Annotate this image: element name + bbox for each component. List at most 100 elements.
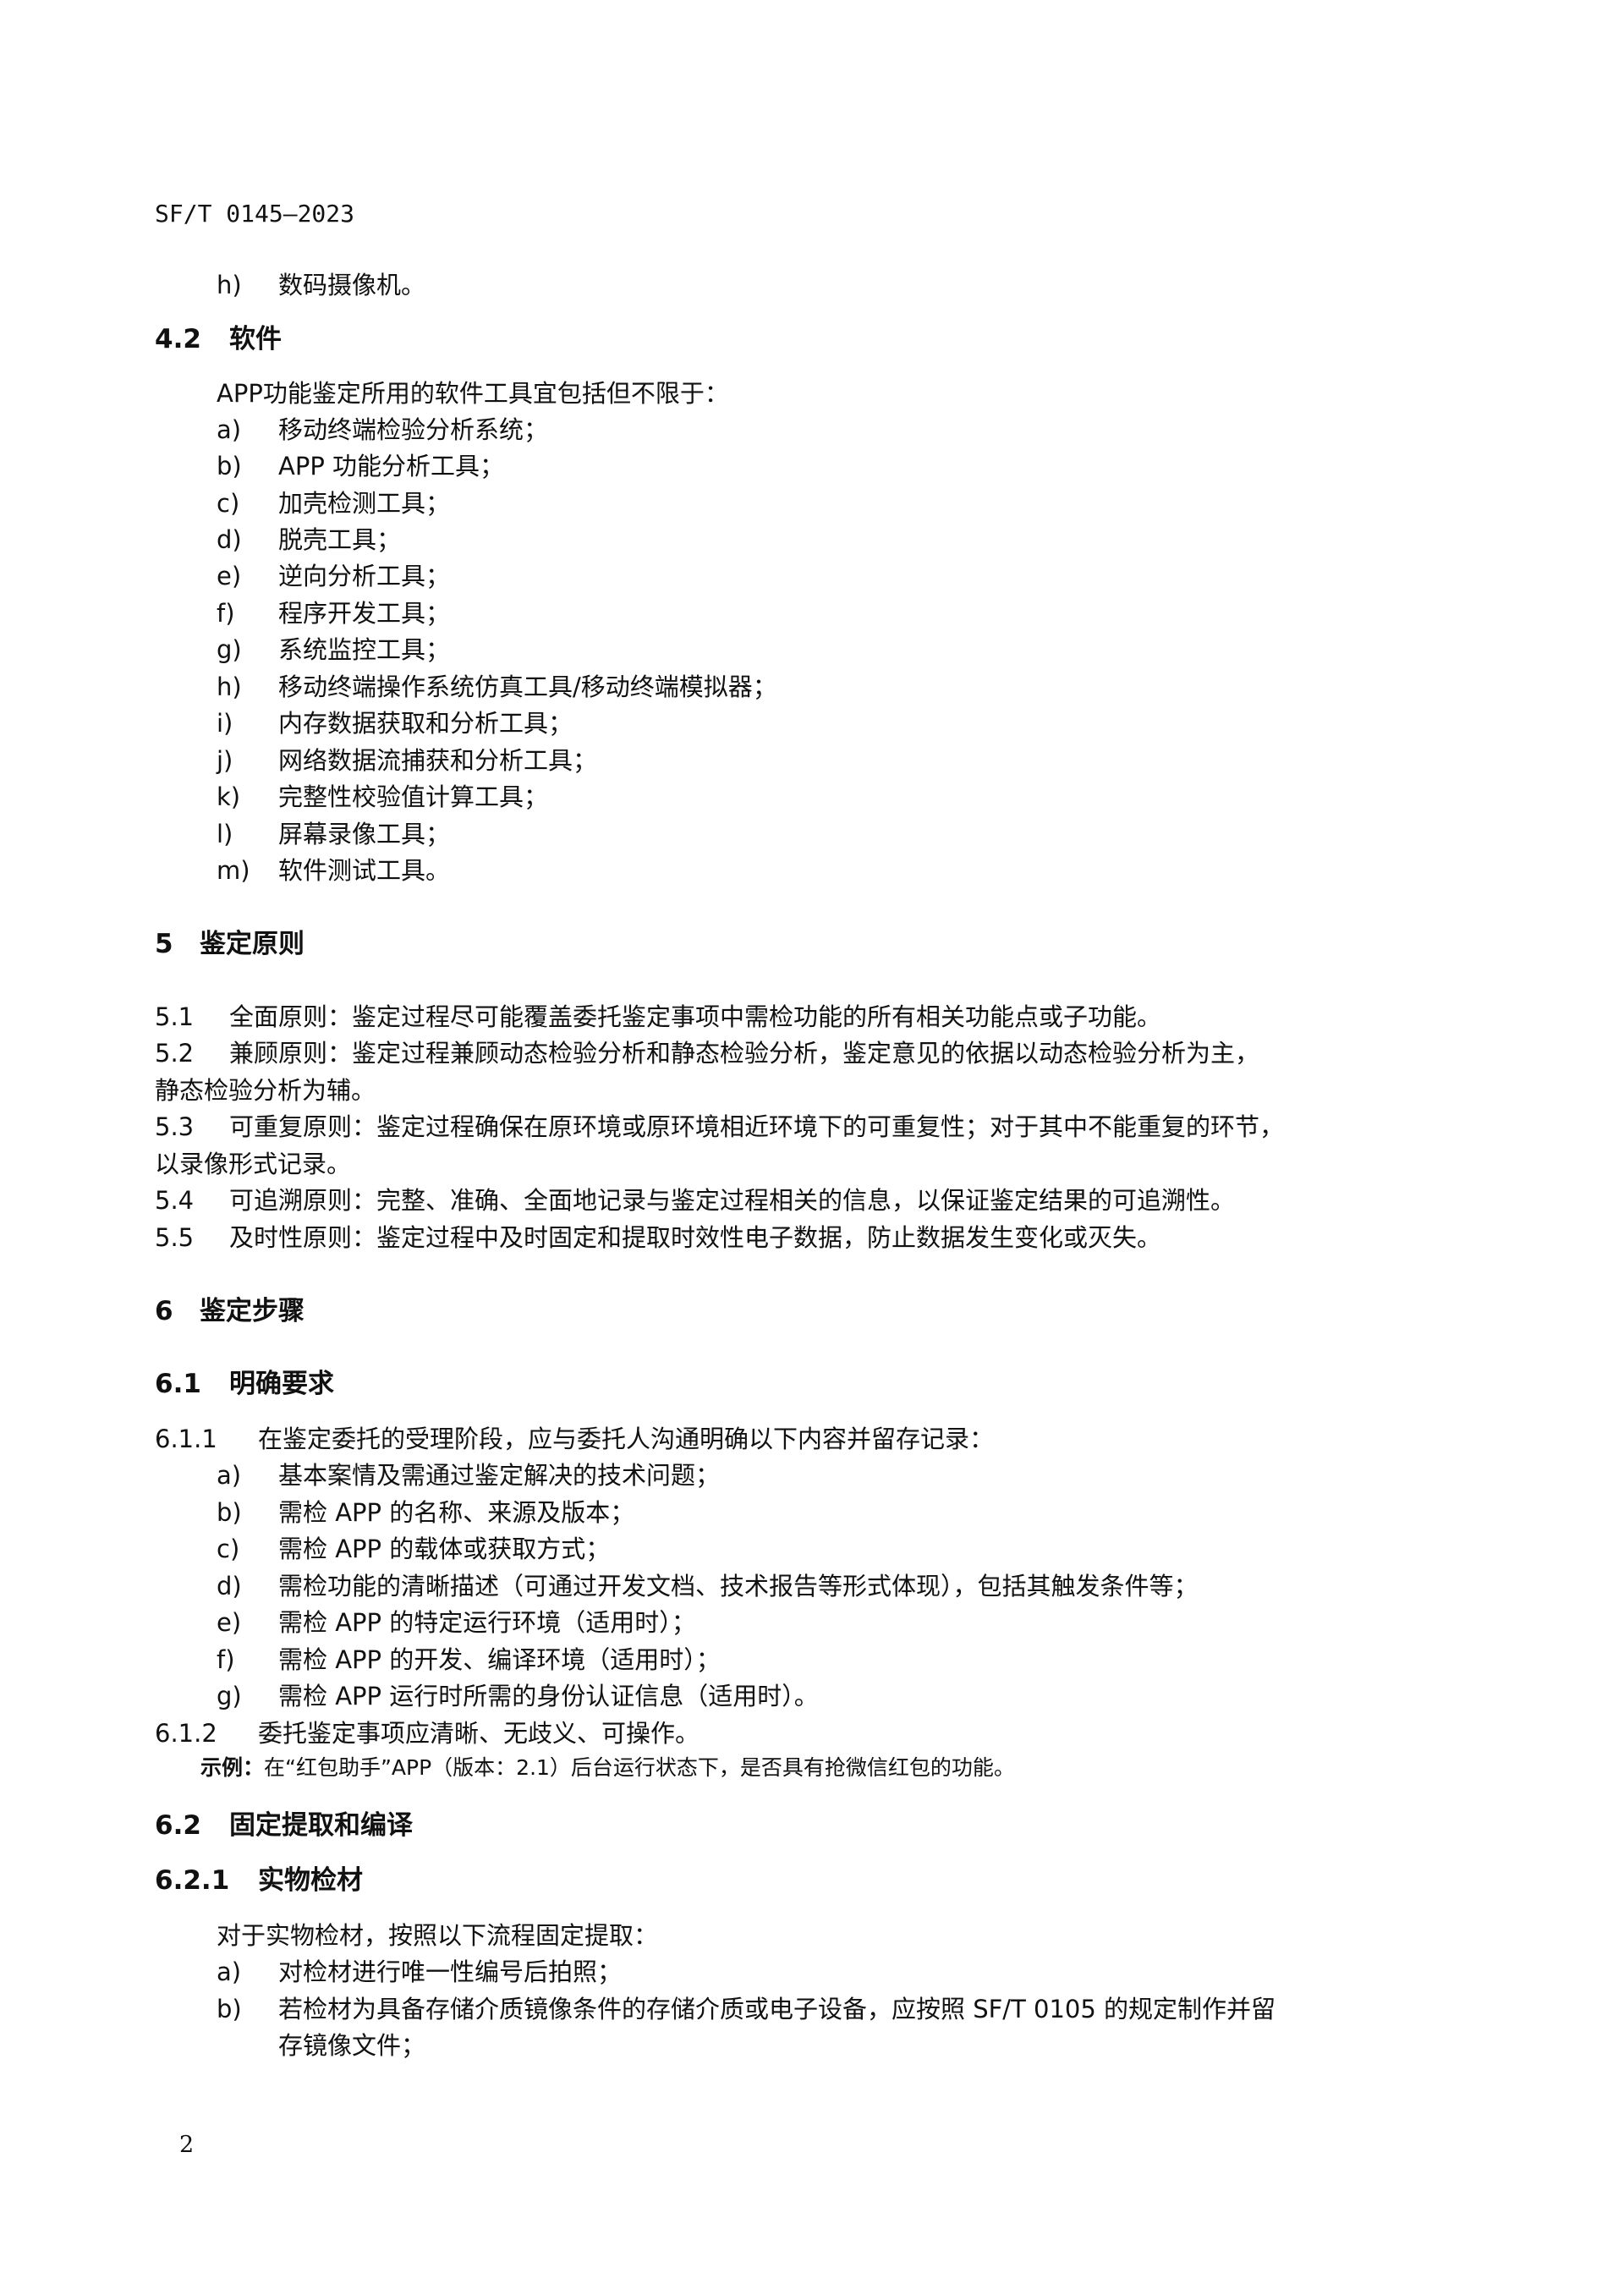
list-item-label: m) <box>217 856 250 885</box>
list-item-label: f) <box>217 599 235 628</box>
list-item-text: APP 功能分析工具； <box>278 452 505 480</box>
section-number: 5 <box>155 929 173 959</box>
page-number: 2 <box>179 2132 195 2158</box>
list-item: d) 脱壳工具； <box>217 523 401 557</box>
clause-number: 5.2 <box>155 1039 195 1068</box>
list-item: m) 软件测试工具。 <box>217 854 450 887</box>
list-item: l) 屏幕录像工具； <box>217 817 450 851</box>
clause-number: 6.1.2 <box>155 1719 217 1748</box>
section-heading-6: 6 鉴定步骤 <box>155 1294 304 1328</box>
clause-text: 委托鉴定事项应清晰、无歧义、可操作。 <box>258 1719 700 1748</box>
document-code-header: SF/T 0145—2023 <box>155 200 355 228</box>
list-item: d) 需检功能的清晰描述（可通过开发文档、技术报告等形式体现），包括其触发条件等； <box>217 1569 1199 1603</box>
clause-number: 5.5 <box>155 1223 195 1252</box>
clause-text: 可重复原则：鉴定过程确保在原环境或原环境相近环境下的可重复性；对于其中不能重复的… <box>229 1112 1285 1141</box>
list-item-label: b) <box>217 452 242 480</box>
list-item-label: a) <box>217 1957 242 1986</box>
list-item-text: 软件测试工具。 <box>278 856 451 885</box>
section-heading-4-2: 4.2 软件 <box>155 322 282 356</box>
paragraph-6-1-2: 6.1.2 委托鉴定事项应清晰、无歧义、可操作。 <box>155 1716 700 1750</box>
list-item: c) 需检 APP 的载体或获取方式； <box>217 1532 610 1566</box>
list-item-text: 移动终端操作系统仿真工具/移动终端模拟器； <box>278 673 777 701</box>
list-item: b) APP 功能分析工具； <box>217 449 504 483</box>
list-item: g) 系统监控工具； <box>217 633 450 667</box>
section-number: 4.2 <box>155 324 201 354</box>
example-label: 示例： <box>200 1755 265 1780</box>
list-item: j) 网络数据流捕获和分析工具； <box>217 744 597 777</box>
list-item-text: 需检 APP 的载体或获取方式； <box>278 1535 611 1563</box>
list-item-label: k) <box>217 782 241 811</box>
list-item-label: j) <box>217 746 233 775</box>
section-number: 6.2 <box>155 1810 201 1841</box>
section-title: 鉴定步骤 <box>200 1296 304 1326</box>
example-note: 示例：在“红包助手”APP（版本：2.1）后台运行状态下，是否具有抢微信红包的功… <box>200 1751 1015 1785</box>
paragraph-continuation: 静态检验分析为辅。 <box>155 1076 376 1105</box>
clause-number: 5.1 <box>155 1002 195 1031</box>
list-item-label: c) <box>217 1535 240 1563</box>
list-item-label: d) <box>217 1572 242 1600</box>
list-item-label: e) <box>217 1608 242 1637</box>
list-item-label: e) <box>217 562 242 590</box>
list-item: f)程序开发工具； <box>217 596 450 630</box>
section-title: 明确要求 <box>229 1369 334 1399</box>
list-item-label: h) <box>217 271 242 299</box>
section-number: 6 <box>155 1296 173 1326</box>
list-item-text: 需检功能的清晰描述（可通过开发文档、技术报告等形式体现），包括其触发条件等； <box>278 1572 1199 1600</box>
list-item-text: 系统监控工具； <box>278 635 451 664</box>
list-item-label: a) <box>217 1461 242 1490</box>
clause-text: 可追溯原则：完整、准确、全面地记录与鉴定过程相关的信息，以保证鉴定结果的可追溯性… <box>229 1186 1236 1215</box>
list-item-text: 脱壳工具； <box>278 525 402 554</box>
list-item: e) 逆向分析工具； <box>217 559 450 593</box>
clause-number: 5.3 <box>155 1112 195 1141</box>
list-item-text: 需检 APP 的开发、编译环境（适用时）； <box>278 1645 721 1674</box>
paragraph-5-1: 5.1 全面原则：鉴定过程尽可能覆盖委托鉴定事项中需检功能的所有相关功能点或子功能… <box>155 1000 1161 1034</box>
list-item-label: l) <box>217 820 233 848</box>
section-number: 6.2.1 <box>155 1865 230 1896</box>
list-item: h) 数码摄像机。 <box>217 268 425 302</box>
list-item-text: 加壳检测工具； <box>278 489 451 518</box>
list-item-text: 基本案情及需通过鉴定解决的技术问题； <box>278 1461 721 1490</box>
list-item-continuation: 存镜像文件； <box>278 2031 426 2060</box>
list-item: c) 加壳检测工具； <box>217 486 450 520</box>
list-item-label: h) <box>217 673 242 701</box>
list-item: e) 需检 APP 的特定运行环境（适用时）； <box>217 1606 696 1639</box>
list-item-text: 逆向分析工具； <box>278 562 451 590</box>
list-item-text: 内存数据获取和分析工具； <box>278 709 573 738</box>
list-item: g) 需检 APP 运行时所需的身份认证信息（适用时）。 <box>217 1679 819 1713</box>
list-item: b) 需检 APP 的名称、来源及版本； <box>217 1496 634 1529</box>
list-item-label: a) <box>217 415 242 444</box>
list-item: b) 若检材为具备存储介质镜像条件的存储介质或电子设备，应按照 SF/T 0105… <box>217 1992 1276 2026</box>
paragraph-5-4: 5.4 可追溯原则：完整、准确、全面地记录与鉴定过程相关的信息，以保证鉴定结果的可… <box>155 1183 1235 1217</box>
list-item-label: c) <box>217 489 240 518</box>
list-item-label: g) <box>217 635 242 664</box>
list-item-label: d) <box>217 525 242 554</box>
list-item-text: 网络数据流捕获和分析工具； <box>278 746 598 775</box>
list-item-label: b) <box>217 1995 242 2023</box>
list-item-text: 需检 APP 的名称、来源及版本； <box>278 1498 635 1527</box>
list-item-label: b) <box>217 1498 242 1527</box>
list-item-text: 需检 APP 的特定运行环境（适用时）； <box>278 1608 696 1637</box>
example-text: 在“红包助手”APP（版本：2.1）后台运行状态下，是否具有抢微信红包的功能。 <box>264 1755 1015 1780</box>
clause-number: 6.1.1 <box>155 1425 217 1453</box>
clause-text: 全面原则：鉴定过程尽可能覆盖委托鉴定事项中需检功能的所有相关功能点或子功能。 <box>229 1002 1162 1031</box>
list-item-text: 移动终端检验分析系统； <box>278 415 549 444</box>
list-item-text: 需检 APP 运行时所需的身份认证信息（适用时）。 <box>278 1682 819 1710</box>
list-item: i)内存数据获取和分析工具； <box>217 706 573 740</box>
list-item: f)需检 APP 的开发、编译环境（适用时）； <box>217 1643 721 1677</box>
list-item: k)完整性校验值计算工具； <box>217 780 548 814</box>
list-item-text: 屏幕录像工具； <box>278 820 451 848</box>
paragraph-continuation: 以录像形式记录。 <box>155 1150 352 1178</box>
clause-number: 5.4 <box>155 1186 195 1215</box>
list-item-label: g) <box>217 1682 242 1710</box>
list-item: a) 基本案情及需通过鉴定解决的技术问题； <box>217 1458 720 1492</box>
list-item-text: 若检材为具备存储介质镜像条件的存储介质或电子设备，应按照 SF/T 0105 的… <box>278 1995 1276 2023</box>
section-title: 软件 <box>229 324 282 354</box>
list-item: h) 移动终端操作系统仿真工具/移动终端模拟器； <box>217 670 777 704</box>
list-item-text: 数码摄像机。 <box>278 271 426 299</box>
